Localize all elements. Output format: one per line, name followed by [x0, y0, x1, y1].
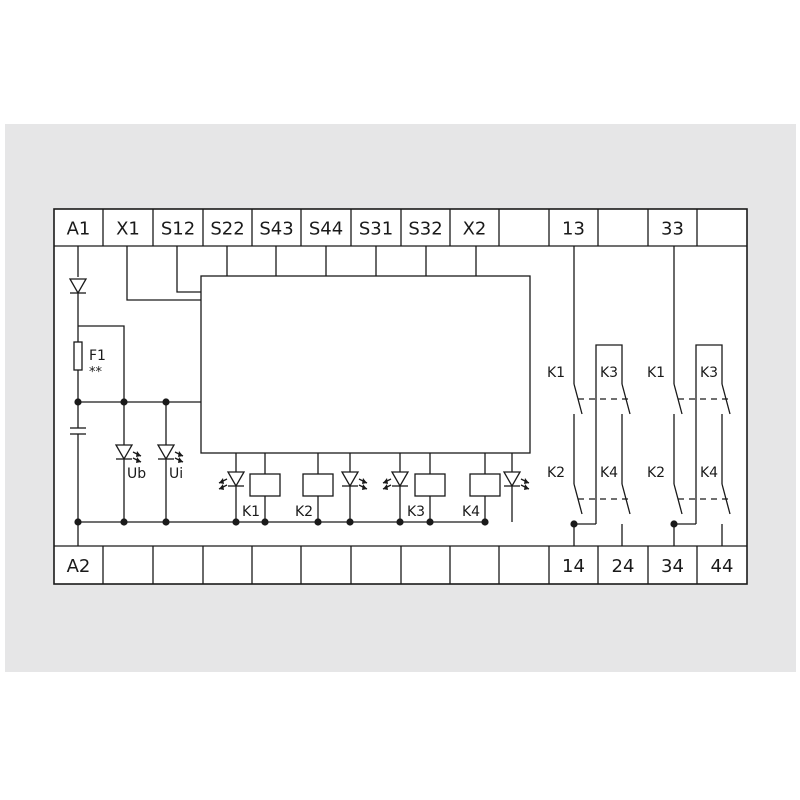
- junction-dot: [162, 398, 170, 406]
- junction-dot: [162, 518, 170, 526]
- top-terminal-strip: A1 X1 S12 S22 S43 S44 S31 S32 X2 13 33: [67, 209, 698, 246]
- relay-coil-group: K1 K2 K3 K4: [218, 453, 530, 522]
- diode-symbol: [68, 278, 88, 295]
- top-terminal-s44: S44: [309, 219, 343, 240]
- junction-dot: [74, 518, 82, 526]
- relay-label-k2: K2: [295, 504, 313, 520]
- led-ray-head: [383, 478, 388, 484]
- fuse-note: **: [89, 365, 103, 380]
- contact-label-k2: K2: [647, 465, 665, 481]
- contact-label-k3: K3: [700, 365, 718, 381]
- wire-contact-loop: [595, 344, 623, 524]
- diagram-frame: [53, 208, 748, 585]
- contact-label-k4: K4: [600, 465, 618, 481]
- contact-label-k3: K3: [600, 365, 618, 381]
- relay-led-k4: [502, 471, 522, 488]
- junction-dot: [314, 518, 322, 526]
- bottom-terminal-a2: A2: [67, 556, 91, 577]
- led-ub-label: Ub: [127, 466, 146, 482]
- top-terminal-x1: X1: [116, 219, 140, 240]
- led-ray-head: [219, 478, 224, 484]
- relay-label-k4: K4: [462, 504, 480, 520]
- relay-label-k1: K1: [242, 504, 260, 520]
- led-ray-head: [362, 478, 367, 484]
- junction-dot: [261, 518, 269, 526]
- wire-s12: [176, 246, 201, 293]
- contact-label-k1: K1: [547, 365, 565, 381]
- fuse-label: F1: [89, 348, 106, 364]
- control-logic-block: [200, 275, 531, 454]
- top-terminal-s32: S32: [408, 219, 442, 240]
- junction-dot: [120, 518, 128, 526]
- led-ui-label: Ui: [169, 466, 183, 482]
- led-ui-symbol: [156, 444, 184, 463]
- top-terminal-a1: A1: [67, 219, 91, 240]
- contact-label-k4: K4: [700, 465, 718, 481]
- top-terminal-s22: S22: [210, 219, 244, 240]
- wire-contact-loop: [695, 344, 723, 524]
- bottom-terminal-14: 14: [562, 556, 585, 577]
- bottom-terminal-24: 24: [612, 556, 635, 577]
- led-ray-head: [362, 484, 367, 490]
- junction-dot: [426, 518, 434, 526]
- led-ray-head: [524, 478, 529, 484]
- led-ray-head: [219, 484, 224, 490]
- junction-dot: [481, 518, 489, 526]
- led-ray-head: [383, 484, 388, 490]
- junction-dot: [74, 398, 82, 406]
- junction-dot: [232, 518, 240, 526]
- top-terminal-s12: S12: [161, 219, 195, 240]
- led-ray-head: [524, 484, 529, 490]
- bottom-terminal-strip: A2 14 24 34 44: [67, 546, 734, 584]
- top-terminal-13: 13: [562, 219, 585, 240]
- bottom-terminal-44: 44: [711, 556, 734, 577]
- junction-dot: [346, 518, 354, 526]
- top-terminal-x2: X2: [463, 219, 487, 240]
- contact-label-k1: K1: [647, 365, 665, 381]
- wire-fuse-bypass: [78, 325, 125, 402]
- relay-led-k2: [340, 471, 360, 488]
- relay-label-k3: K3: [407, 504, 425, 520]
- junction-dot: [670, 520, 678, 528]
- relay-led-k1: [226, 471, 246, 488]
- top-terminal-33: 33: [661, 219, 684, 240]
- wire-x1: [126, 246, 201, 301]
- top-terminal-s43: S43: [259, 219, 293, 240]
- bottom-terminal-34: 34: [661, 556, 684, 577]
- junction-dot: [120, 398, 128, 406]
- contact-label-k2: K2: [547, 465, 565, 481]
- relay-led-k3: [390, 471, 410, 488]
- junction-dots: [74, 398, 489, 526]
- junction-dot: [396, 518, 404, 526]
- junction-dot: [570, 520, 578, 528]
- top-terminal-s31: S31: [359, 219, 393, 240]
